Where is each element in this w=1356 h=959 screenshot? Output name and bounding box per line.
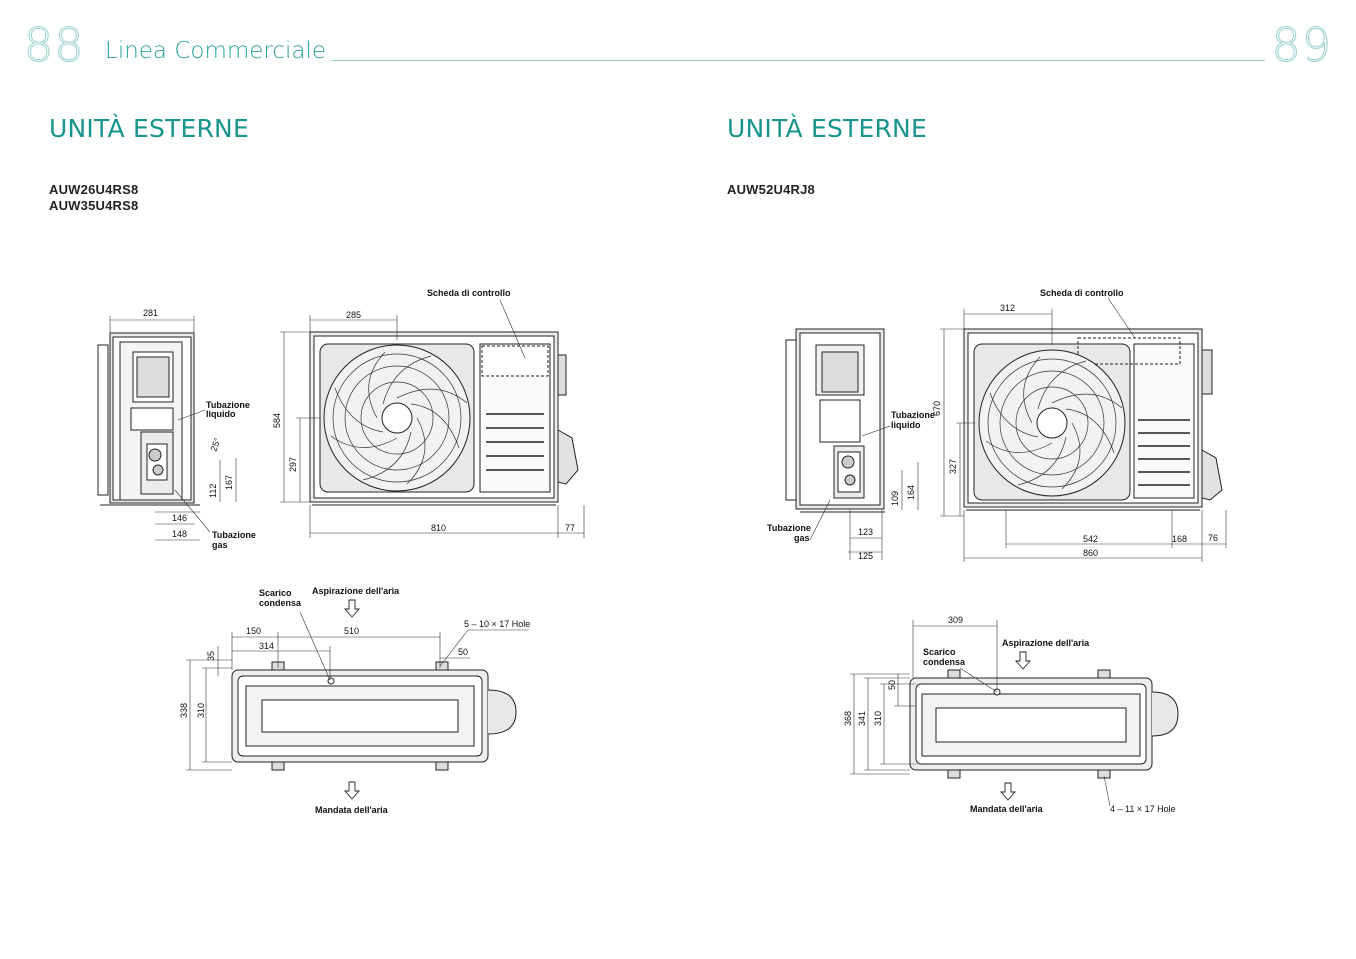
dim-327: 327	[948, 459, 958, 474]
label-control-board-left: Scheda di controllo	[427, 288, 511, 298]
left-side-view	[97, 332, 200, 506]
dim-312: 312	[1000, 303, 1015, 313]
dim-112: 112	[208, 484, 218, 498]
label-condensate-right-1: Scarico	[923, 647, 956, 657]
label-gas-pipe-left-1: Tubazione	[212, 530, 256, 540]
label-liquid-pipe-right-2: liquido	[891, 420, 921, 430]
dim-310-right: 310	[873, 711, 883, 726]
dim-584: 584	[272, 413, 282, 428]
page-number-left: 88	[23, 17, 85, 72]
dim-285: 285	[346, 310, 361, 320]
dim-368: 368	[843, 711, 853, 726]
label-air-outlet-left: Mandata dell'aria	[315, 805, 389, 815]
label-condensate-left-2: condensa	[259, 598, 302, 608]
label-gas-pipe-right-1: Tubazione	[767, 523, 811, 533]
label-liquid-pipe-right-1: Tubazione	[891, 410, 935, 420]
page-number-right: 89	[1271, 17, 1332, 72]
dim-542: 542	[1083, 534, 1098, 544]
dim-281: 281	[143, 308, 158, 318]
label-gas-pipe-left-2: gas	[212, 540, 228, 550]
label-condensate-right-2: condensa	[923, 657, 966, 667]
label-control-board-right: Scheda di controllo	[1040, 288, 1124, 298]
model-left-1: AUW26U4RS8	[49, 182, 139, 197]
dim-146: 146	[172, 513, 187, 523]
dim-510: 510	[344, 626, 359, 636]
dim-670: 670	[932, 401, 942, 416]
label-air-intake-right: Aspirazione dell'aria	[1002, 638, 1090, 648]
dim-860: 860	[1083, 548, 1098, 558]
label-air-intake-left: Aspirazione dell'aria	[312, 586, 400, 596]
dim-35: 35	[206, 651, 216, 661]
section-title-right: UNITÀ ESTERNE	[727, 114, 927, 143]
dim-309: 309	[948, 615, 963, 625]
label-holes-right: 4 – 11 × 17 Hole	[1110, 804, 1176, 814]
left-top-view	[231, 661, 517, 771]
label-liquid-pipe-left-1: Tubazione	[206, 400, 250, 410]
dim-164: 164	[906, 485, 916, 500]
label-air-outlet-right: Mandata dell'aria	[970, 804, 1044, 814]
dim-148: 148	[172, 529, 187, 539]
label-condensate-left-1: Scarico	[259, 588, 292, 598]
dim-125: 125	[858, 551, 873, 561]
dim-50: 50	[458, 647, 468, 657]
label-holes-left: 5 – 10 × 17 Hole	[464, 619, 530, 629]
dim-76: 76	[1208, 533, 1218, 543]
dim-810: 810	[431, 523, 446, 533]
dim-123: 123	[858, 527, 873, 537]
dim-168: 168	[1172, 534, 1187, 544]
model-left-2: AUW35U4RS8	[49, 198, 139, 213]
dim-109: 109	[890, 491, 900, 506]
label-gas-pipe-right-2: gas	[794, 533, 810, 543]
model-right-1: AUW52U4RJ8	[727, 182, 815, 197]
dim-338: 338	[179, 703, 189, 718]
header-title: Linea Commerciale	[105, 38, 327, 64]
header-rule	[332, 60, 1265, 61]
dim-167: 167	[224, 475, 234, 490]
dim-77: 77	[565, 523, 575, 533]
right-top-view	[909, 669, 1179, 779]
dim-297: 297	[288, 457, 298, 472]
dim-314: 314	[259, 641, 274, 651]
section-title-left: UNITÀ ESTERNE	[49, 114, 249, 143]
dim-310-left: 310	[196, 703, 206, 718]
dim-angle: 25°	[208, 436, 222, 453]
dim-150: 150	[246, 626, 261, 636]
dim-50-right: 50	[887, 680, 897, 690]
right-side-view	[785, 328, 885, 513]
label-liquid-pipe-left-2: liquido	[206, 409, 236, 419]
dim-341: 341	[857, 711, 867, 726]
